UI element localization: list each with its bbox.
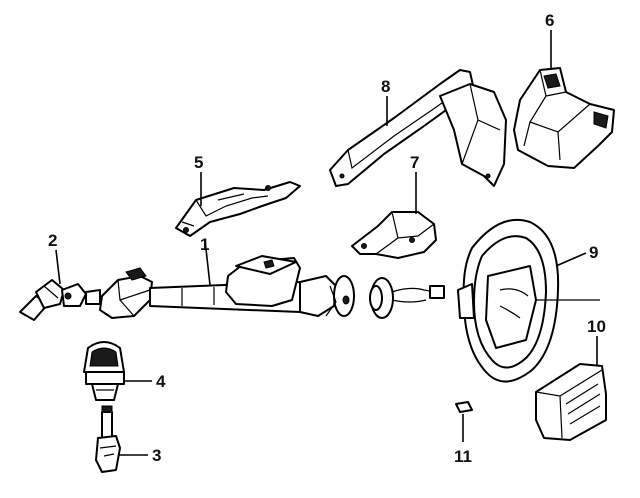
callout-3: 3 bbox=[152, 446, 161, 465]
callout-11: 11 bbox=[454, 447, 472, 466]
part-4-lock-housing[interactable] bbox=[83, 341, 125, 401]
callout-9: 9 bbox=[589, 243, 598, 262]
callout-2: 2 bbox=[48, 231, 57, 250]
callout-5: 5 bbox=[194, 153, 203, 172]
part-11-clip[interactable] bbox=[455, 401, 473, 413]
leader-lines bbox=[55, 30, 598, 456]
part-9-steering-wheel[interactable] bbox=[457, 218, 600, 383]
part-7-bracket[interactable] bbox=[351, 211, 437, 259]
callout-8: 8 bbox=[381, 77, 390, 96]
part-3-lock-cylinder[interactable] bbox=[95, 405, 121, 473]
callout-1: 1 bbox=[200, 235, 209, 254]
callout-10: 10 bbox=[587, 317, 606, 336]
part-2-intermediate-shaft[interactable] bbox=[19, 279, 101, 321]
callout-7: 7 bbox=[410, 153, 419, 172]
part-6-support-bracket[interactable] bbox=[513, 67, 615, 169]
callout-6: 6 bbox=[545, 11, 554, 30]
clock-spring[interactable] bbox=[369, 277, 445, 319]
part-5-mounting-bracket[interactable] bbox=[175, 181, 301, 237]
part-10-air-bag-module[interactable] bbox=[535, 363, 607, 441]
part-1-steering-column[interactable] bbox=[99, 255, 355, 319]
part-8-support-reinforcement[interactable] bbox=[329, 69, 507, 187]
callout-4: 4 bbox=[156, 372, 166, 391]
